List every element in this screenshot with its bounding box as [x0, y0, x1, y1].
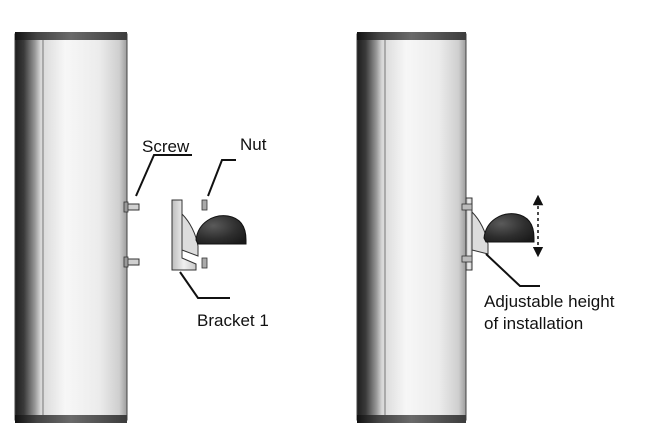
- right-column: [356, 32, 467, 423]
- screw-lower: [123, 256, 140, 268]
- right-column-top-cap: [357, 32, 466, 40]
- dome-mounted: [483, 213, 535, 243]
- bracket-mounted: [461, 197, 489, 271]
- nut-upper: [201, 199, 208, 211]
- bracket-leader: [179, 271, 230, 299]
- adjustable-leader: [485, 253, 540, 287]
- nut-leader: [207, 159, 236, 197]
- left-column-body: [14, 33, 128, 421]
- adjustable-label-line2: of installation: [484, 314, 583, 333]
- screw-leader: [135, 154, 192, 197]
- right-column-body: [356, 33, 467, 421]
- dome-separate: [195, 215, 247, 245]
- nut-lower: [201, 257, 208, 269]
- left-column: [14, 32, 128, 423]
- adjustable-label-line1: Adjustable height: [484, 292, 615, 311]
- nut-label: Nut: [240, 135, 267, 154]
- screw-upper: [123, 201, 140, 213]
- left-column-bottom-cap: [15, 415, 127, 423]
- screw-label: Screw: [142, 137, 190, 156]
- right-column-bottom-cap: [357, 415, 466, 423]
- bracket-separate: [171, 199, 199, 271]
- left-column-top-cap: [15, 32, 127, 40]
- bracket-label: Bracket 1: [197, 311, 269, 330]
